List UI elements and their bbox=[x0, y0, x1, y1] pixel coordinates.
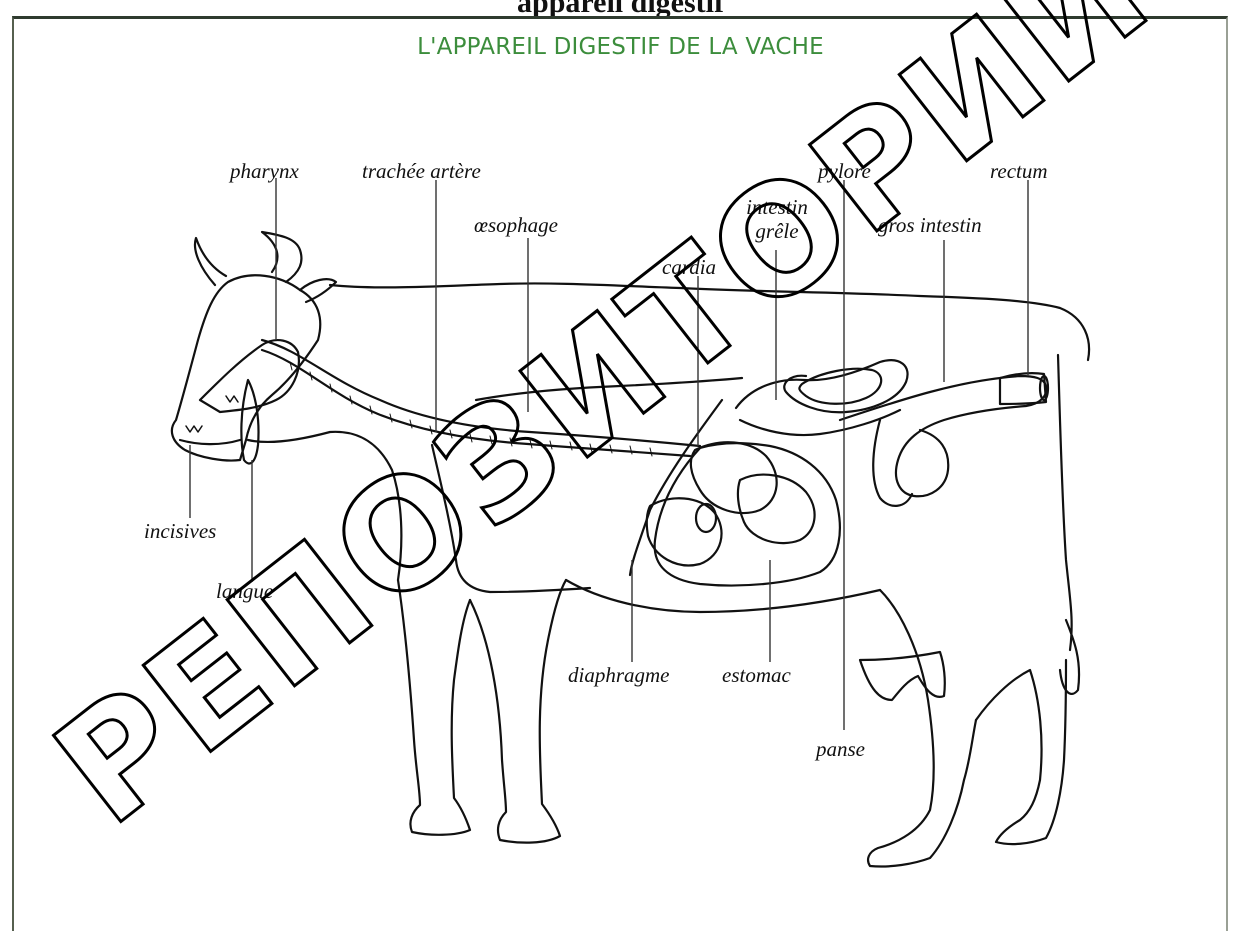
small-intestine-loop bbox=[799, 369, 881, 404]
tongue-shape bbox=[241, 380, 258, 464]
abomasum-opening bbox=[696, 504, 716, 532]
label-pylore: pylore bbox=[818, 160, 871, 182]
teeth bbox=[186, 396, 238, 432]
shoulder bbox=[432, 445, 590, 592]
throat bbox=[248, 432, 401, 580]
hind-leg-1 bbox=[868, 590, 976, 867]
label-diaphragme: diaphragme bbox=[568, 664, 670, 686]
front-leg-2 bbox=[470, 580, 566, 843]
label-rectum: rectum bbox=[990, 160, 1048, 182]
label-estomac: estomac bbox=[722, 664, 791, 686]
trachea-rings bbox=[290, 362, 652, 456]
label-intestin-grele-1: intestin bbox=[732, 196, 822, 218]
label-incisives: incisives bbox=[144, 520, 216, 542]
oesophagus-tube bbox=[262, 340, 700, 446]
front-leg-1 bbox=[398, 580, 470, 835]
ear bbox=[300, 279, 336, 302]
right-horn bbox=[262, 232, 301, 282]
tail bbox=[1058, 355, 1079, 694]
jaw bbox=[180, 440, 240, 444]
hind-leg-2 bbox=[976, 660, 1066, 844]
label-pharynx: pharynx bbox=[230, 160, 299, 182]
diaphragm-line bbox=[630, 400, 722, 575]
leader-lines bbox=[190, 178, 1028, 730]
reticulum bbox=[691, 442, 777, 513]
label-gros-intestin: gros intestin bbox=[878, 214, 982, 236]
label-intestin-grele-2: grêle bbox=[732, 220, 822, 242]
udder bbox=[860, 652, 945, 700]
mouth-cavity bbox=[200, 340, 299, 412]
label-cardia: cardia bbox=[662, 256, 716, 278]
large-intestine bbox=[840, 376, 1046, 496]
pericardium bbox=[476, 378, 742, 400]
back-line bbox=[330, 283, 1089, 360]
label-langue: langue bbox=[216, 580, 273, 602]
left-horn bbox=[195, 238, 226, 285]
label-panse: panse bbox=[816, 738, 865, 760]
ileum bbox=[740, 410, 900, 435]
label-trachee: trachée artère bbox=[362, 160, 481, 182]
label-oesophage: œsophage bbox=[474, 214, 558, 236]
small-intestine bbox=[736, 360, 908, 412]
